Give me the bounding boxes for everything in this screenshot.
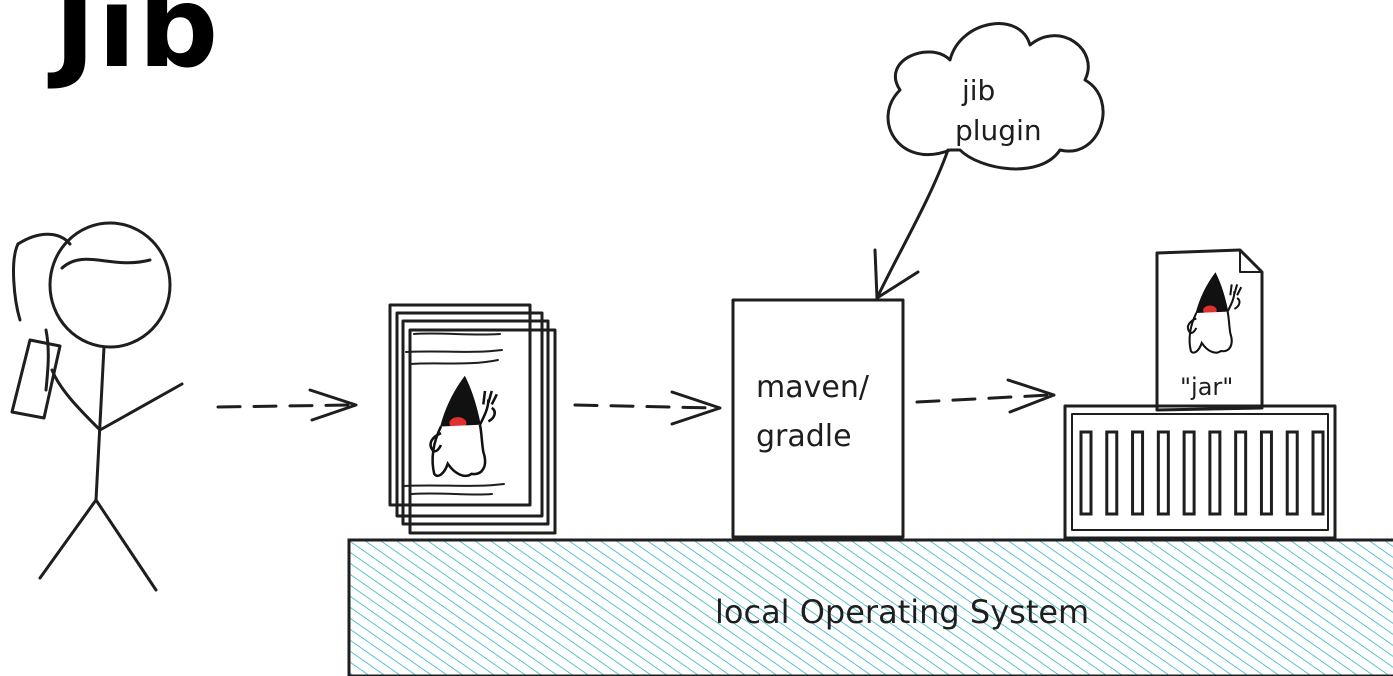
build-tool-label-line2: gradle [756,419,852,454]
container-slat [1285,430,1299,516]
container-slats [1079,430,1325,516]
jar-label: "jar" [1180,373,1233,401]
developer-figure [10,221,184,592]
cloud-label-line1: jib [961,74,995,107]
container-slat [1208,430,1222,516]
page-title: Jib [54,0,221,93]
cloud-label-line2: plugin [955,114,1042,147]
container-slat [1105,430,1119,516]
arrow-build-to-container [915,378,1056,414]
local-os-label: local Operating System [715,593,1089,631]
container-slat [1182,430,1196,516]
arrow-code-to-build [573,390,722,426]
container-slat [1079,430,1093,516]
container-slat [1259,430,1273,516]
duke-mascot-icon [429,376,499,478]
container-slat [1131,430,1145,516]
source-code-stack [388,303,557,535]
container-slat [1156,430,1170,516]
container-slat [1311,430,1325,516]
build-tool-label-line1: maven/ [756,370,870,405]
container-slat [1234,430,1248,516]
container-image [1063,404,1337,540]
jib-plugin-cloud: jib plugin [886,22,1105,171]
arrow-figure-to-code [216,388,358,422]
local-os-platform: local Operating System [347,538,1393,676]
jar-duke-icon [1186,272,1243,354]
arrow-cloud-to-build [873,148,950,300]
build-tool-box: maven/ gradle [731,298,905,539]
jar-file: "jar" [1155,248,1264,412]
